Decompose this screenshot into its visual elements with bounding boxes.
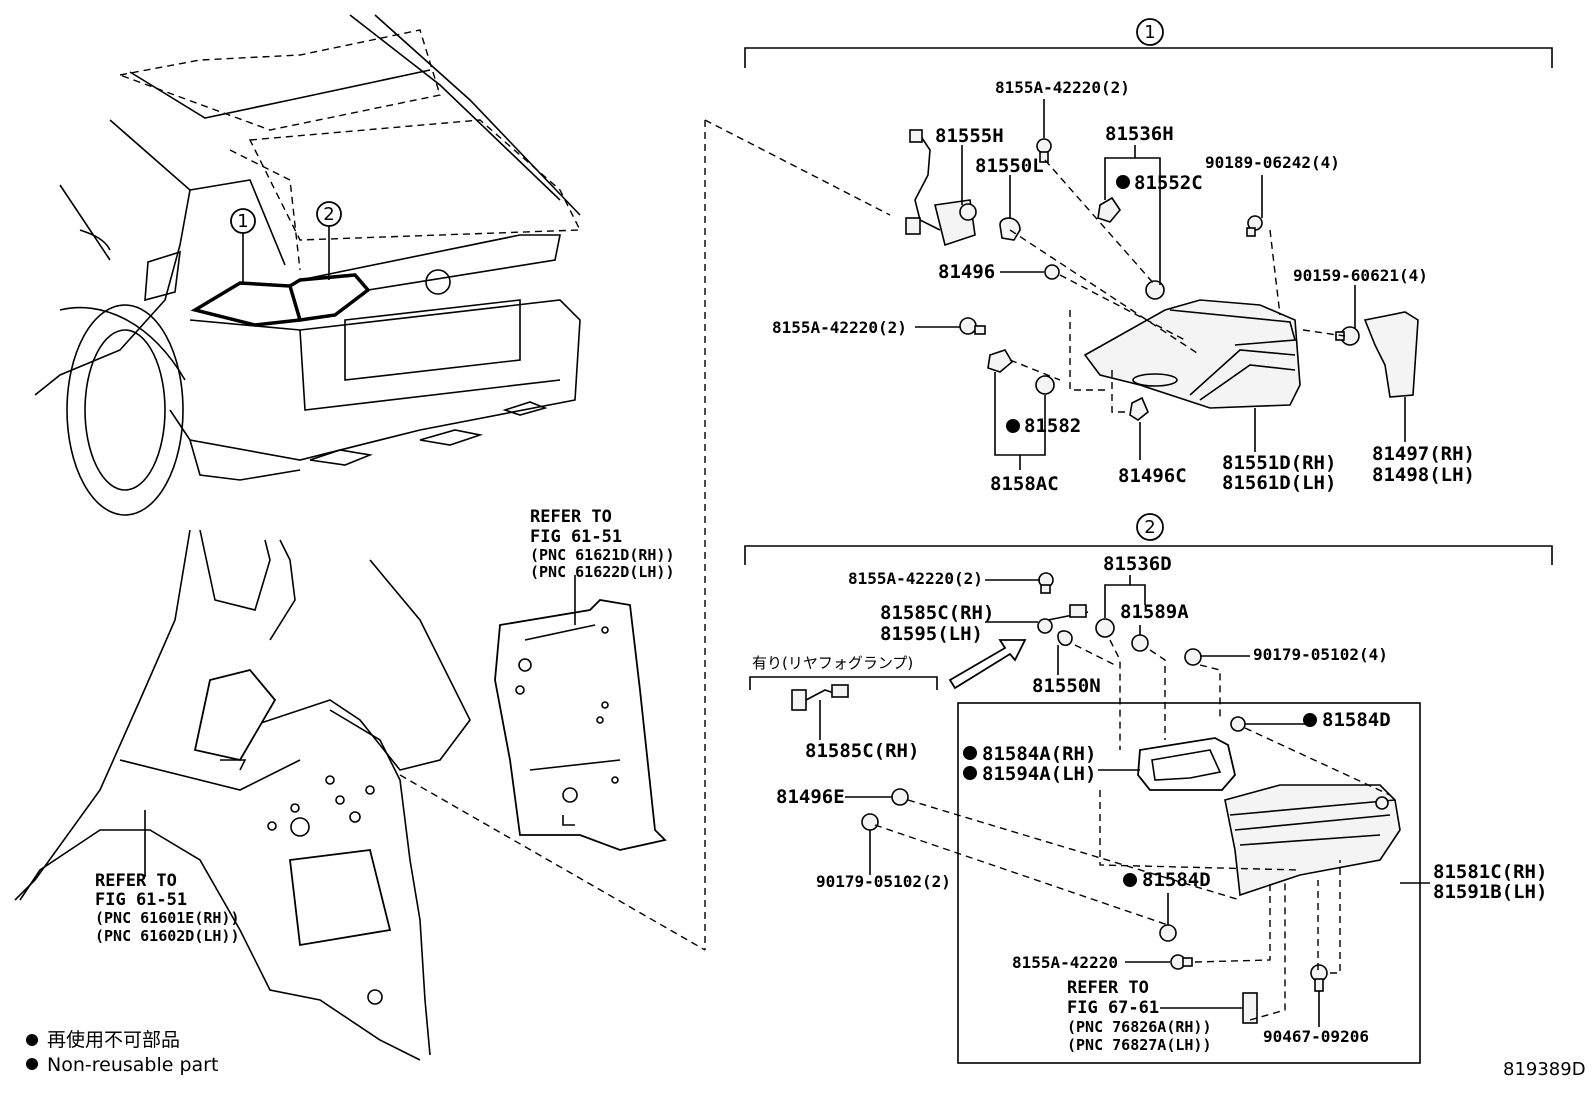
svg-text:81496: 81496 bbox=[938, 261, 995, 283]
legend-dot-icon bbox=[26, 1058, 38, 1070]
svg-text:FIG 67-61: FIG 67-61 bbox=[1067, 998, 1159, 1018]
svg-text:81585C(RH): 81585C(RH) bbox=[805, 740, 919, 762]
svg-text:81550N: 81550N bbox=[1032, 675, 1101, 697]
svg-text:81561D(LH): 81561D(LH) bbox=[1222, 472, 1336, 494]
svg-text:81584D: 81584D bbox=[1322, 709, 1391, 731]
svg-text:90179-05102(2): 90179-05102(2) bbox=[816, 872, 951, 891]
svg-text:(PNC 61601E(RH)): (PNC 61601E(RH)) bbox=[95, 909, 240, 927]
svg-text:90159-60621(4): 90159-60621(4) bbox=[1293, 266, 1428, 285]
svg-text:8155A-42220(2): 8155A-42220(2) bbox=[995, 78, 1130, 97]
svg-text:(PNC 61622D(LH)): (PNC 61622D(LH)) bbox=[530, 563, 675, 581]
section-1-labels: 8155A-42220(2) 81555H 81550L 81536H 8155… bbox=[772, 78, 1475, 495]
svg-text:81536H: 81536H bbox=[1105, 123, 1174, 145]
projection-line bbox=[704, 119, 891, 216]
svg-text:REFER TO: REFER TO bbox=[95, 871, 177, 891]
svg-text:81496C: 81496C bbox=[1118, 465, 1187, 487]
svg-text:8158AC: 8158AC bbox=[990, 473, 1059, 495]
drawing-code: 819389D bbox=[1503, 1059, 1586, 1080]
svg-text:1: 1 bbox=[1144, 22, 1155, 43]
svg-text:8155A-42220(2): 8155A-42220(2) bbox=[772, 318, 907, 337]
svg-text:81589A: 81589A bbox=[1120, 601, 1189, 623]
vehicle-callout-1: 1 bbox=[230, 208, 256, 285]
section-2-labels: 8155A-42220(2) 81536D 81585C(RH) 81595(L… bbox=[752, 553, 1547, 1054]
svg-text:81497(RH): 81497(RH) bbox=[1372, 443, 1475, 465]
svg-text:有り(リヤフォグランプ): 有り(リヤフォグランプ) bbox=[752, 654, 913, 672]
svg-text:再使用不可部品: 再使用不可部品 bbox=[47, 1029, 180, 1051]
svg-text:Non-reusable part: Non-reusable part bbox=[47, 1054, 218, 1076]
section-1-parts bbox=[905, 99, 1419, 470]
svg-text:FIG 61-51: FIG 61-51 bbox=[530, 527, 622, 547]
svg-text:81594A(LH): 81594A(LH) bbox=[982, 763, 1096, 785]
svg-text:81595(LH): 81595(LH) bbox=[880, 623, 983, 645]
svg-text:90179-05102(4): 90179-05102(4) bbox=[1253, 645, 1388, 664]
svg-text:81496E: 81496E bbox=[776, 786, 845, 808]
svg-text:(PNC 61621D(RH)): (PNC 61621D(RH)) bbox=[530, 546, 675, 564]
svg-text:81536D: 81536D bbox=[1103, 553, 1172, 575]
svg-text:REFER TO: REFER TO bbox=[1067, 978, 1149, 998]
svg-text:81552C: 81552C bbox=[1134, 172, 1203, 194]
svg-text:81584D: 81584D bbox=[1142, 869, 1211, 891]
legend-dot-icon bbox=[26, 1034, 38, 1046]
legend: 再使用不可部品 Non-reusable part bbox=[26, 1029, 218, 1076]
svg-text:81591B(LH): 81591B(LH) bbox=[1433, 881, 1547, 903]
section-2-header: 2 bbox=[744, 513, 1553, 565]
svg-text:81550L: 81550L bbox=[975, 155, 1044, 177]
vehicle-rear-view bbox=[34, 14, 582, 516]
svg-text:1: 1 bbox=[237, 211, 248, 232]
svg-text:81584A(RH): 81584A(RH) bbox=[982, 743, 1096, 765]
svg-text:(PNC 61602D(LH)): (PNC 61602D(LH)) bbox=[95, 927, 240, 945]
svg-text:2: 2 bbox=[1144, 517, 1155, 538]
svg-text:FIG 61-51: FIG 61-51 bbox=[95, 890, 187, 910]
svg-text:81551D(RH): 81551D(RH) bbox=[1222, 452, 1336, 474]
svg-text:81581C(RH): 81581C(RH) bbox=[1433, 861, 1547, 883]
inner-panel-reference: REFER TO FIG 61-51 (PNC 61621D(RH)) (PNC… bbox=[530, 507, 675, 581]
quarter-panel-inner bbox=[494, 575, 667, 851]
vehicle-callout-2: 2 bbox=[316, 201, 342, 280]
svg-text:90467-09206: 90467-09206 bbox=[1263, 1027, 1369, 1046]
svg-text:90189-06242(4): 90189-06242(4) bbox=[1205, 153, 1340, 172]
svg-text:81582: 81582 bbox=[1024, 415, 1081, 437]
svg-text:8155A-42220(2): 8155A-42220(2) bbox=[848, 569, 983, 588]
svg-text:8155A-42220: 8155A-42220 bbox=[1012, 953, 1118, 972]
outer-panel-reference: REFER TO FIG 61-51 (PNC 61601E(RH)) (PNC… bbox=[95, 810, 240, 945]
svg-text:REFER TO: REFER TO bbox=[530, 507, 612, 527]
svg-text:(PNC 76827A(LH)): (PNC 76827A(LH)) bbox=[1067, 1036, 1212, 1054]
svg-text:81498(LH): 81498(LH) bbox=[1372, 464, 1475, 486]
svg-text:2: 2 bbox=[323, 204, 334, 225]
svg-text:(PNC 76826A(RH)): (PNC 76826A(RH)) bbox=[1067, 1018, 1212, 1036]
svg-text:81585C(RH): 81585C(RH) bbox=[880, 602, 994, 624]
quarter-panel-outer bbox=[14, 529, 706, 1061]
svg-text:81555H: 81555H bbox=[935, 125, 1004, 147]
section-1-header: 1 bbox=[744, 18, 1553, 68]
section-2-parts bbox=[749, 572, 1430, 1064]
